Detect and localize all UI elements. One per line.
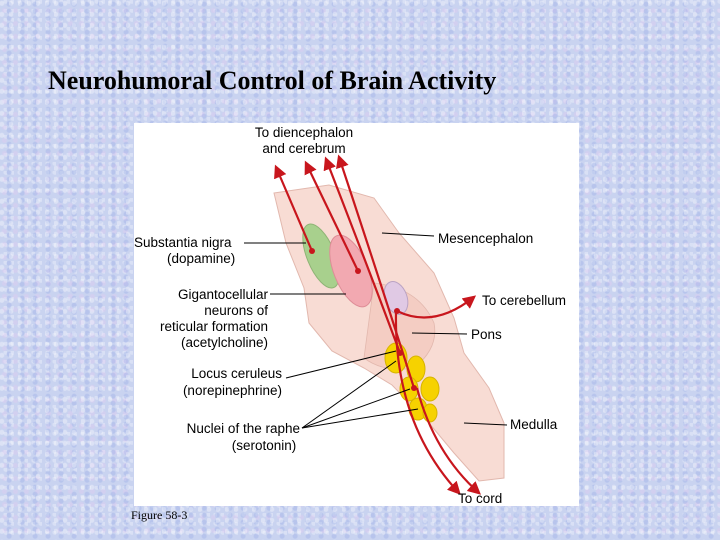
- pathway-1: [274, 164, 314, 252]
- label-mesencephalon: Mesencephalon: [438, 231, 533, 246]
- pathway-cerebellum: [396, 295, 477, 319]
- pathway-4: [336, 154, 416, 389]
- pathways: [274, 154, 481, 495]
- brainstem-diagram: To diencephalon and cerebrum Substantia …: [134, 125, 566, 506]
- label-raphe: Nuclei of the raphe: [187, 421, 300, 436]
- label-serotonin: (serotonin): [232, 438, 297, 453]
- label-diencephalon: To diencephalon: [255, 125, 353, 140]
- label-to-cord: To cord: [458, 491, 502, 506]
- label-substantia-nigra: Substantia nigra: [134, 235, 232, 250]
- label-reticular-formation: reticular formation: [160, 319, 268, 334]
- label-medulla: Medulla: [510, 417, 558, 432]
- pathway-2: [304, 160, 359, 272]
- label-pons: Pons: [471, 327, 502, 342]
- figure-caption: Figure 58-3: [131, 508, 188, 522]
- label-norepinephrine: (norepinephrine): [183, 383, 282, 398]
- leader-lines: [244, 232, 508, 429]
- label-acetylcholine: (acetylcholine): [181, 335, 268, 350]
- brainstem-figure: To diencephalon and cerebrum Substantia …: [134, 123, 579, 506]
- slide-title: Neurohumoral Control of Brain Activity: [48, 66, 497, 95]
- label-cerebrum: and cerebrum: [262, 141, 345, 156]
- pathway-origin-dots: [309, 248, 417, 391]
- pathway-cord-2: [415, 387, 481, 495]
- label-dopamine: (dopamine): [167, 251, 235, 266]
- label-locus-ceruleus: Locus ceruleus: [191, 366, 282, 381]
- pathway-3: [323, 156, 402, 354]
- label-to-cerebellum: To cerebellum: [482, 293, 566, 308]
- label-gigantocellular: Gigantocellular: [178, 287, 269, 302]
- label-neurons-of: neurons of: [204, 303, 268, 318]
- pathway-cord-1: [394, 312, 461, 495]
